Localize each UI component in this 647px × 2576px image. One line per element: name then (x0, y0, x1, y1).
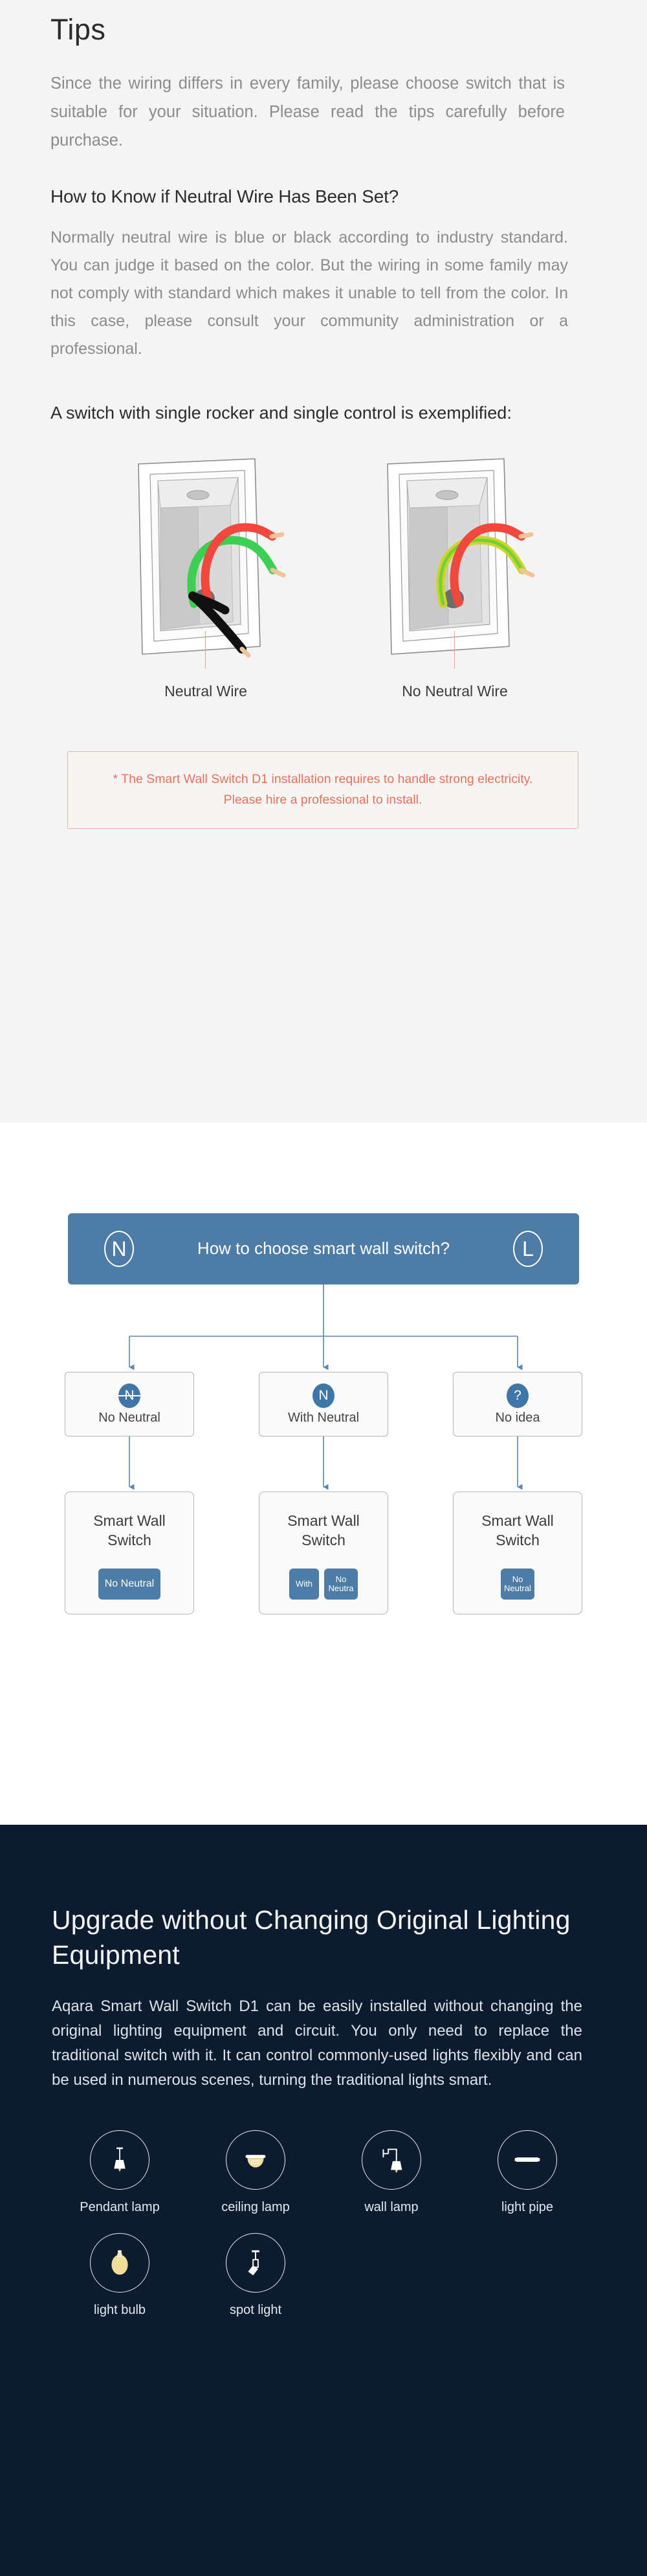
lamp-item-wall: wall lamp (324, 2130, 459, 2215)
lamp-label-spot: spot light (229, 2302, 282, 2317)
result-box-2[interactable]: Smart Wall Switch With No Neutra (259, 1492, 388, 1614)
result-chip-row-3: No Neutral (454, 1569, 582, 1600)
callout-line (205, 630, 206, 668)
neutral-icon: N (313, 1383, 334, 1408)
installation-warning-box: * The Smart Wall Switch D1 installation … (67, 751, 578, 829)
page-title: Tips (50, 13, 106, 46)
product-chip-no-neutral[interactable]: No Neutral (98, 1569, 160, 1600)
upgrade-paragraph: Aqara Smart Wall Switch D1 can be easily… (52, 1998, 582, 2089)
decision-label-with-neutral: With Neutral (287, 1410, 360, 1425)
product-chip-no-neutra[interactable]: No Neutra (324, 1569, 358, 1600)
lamp-item-bulb: light bulb (52, 2232, 188, 2318)
flowchart-header-title: How to choose smart wall switch? (197, 1238, 450, 1259)
tips-section: Tips Since the wiring differs in every f… (0, 0, 647, 1123)
live-badge-icon: L (513, 1231, 543, 1267)
light-pipe-icon (498, 2130, 557, 2190)
decision-box-no-idea[interactable]: ? No idea (453, 1372, 582, 1437)
lamp-item-pendant: Pendant lamp (52, 2130, 188, 2215)
flowchart-section: N How to choose smart wall switch? L N N… (0, 1123, 647, 1792)
switch-caption-no-neutral: No Neutral Wire (402, 682, 508, 699)
ceiling-lamp-icon (226, 2130, 285, 2190)
wall-lamp-icon (362, 2130, 421, 2190)
neutral-badge-icon: N (104, 1231, 134, 1267)
lamp-label-wall: wall lamp (364, 2199, 419, 2214)
upgrade-section: Upgrade without Changing Original Lighti… (0, 1825, 647, 2576)
lamp-label-bulb: light bulb (93, 2302, 146, 2317)
lamp-item-spot: spot light (188, 2232, 324, 2318)
product-chip-with[interactable]: With (289, 1569, 319, 1600)
switch-illustration-row: Neutral Wire No Neutra (50, 455, 597, 733)
exemplified-paragraph: A switch with single rocker and single c… (50, 402, 512, 423)
flowchart-header: N How to choose smart wall switch? L (68, 1213, 579, 1284)
neutral-wire-paragraph: Normally neutral wire is blue or black a… (50, 228, 568, 358)
decision-box-no-neutral[interactable]: N No Neutral (65, 1372, 194, 1437)
result-box-3[interactable]: Smart Wall Switch No Neutral (453, 1492, 582, 1614)
neutral-wire-subheading: How to Know if Neutral Wire Has Been Set… (50, 186, 399, 206)
lamp-label-pendant: Pendant lamp (80, 2199, 160, 2214)
tips-intro-paragraph: Since the wiring differs in every family… (50, 74, 565, 149)
wall-switch-with-neutral-illustration (138, 457, 286, 658)
result-title-1: Smart Wall Switch (93, 1512, 166, 1548)
decision-label-no-idea: No idea (495, 1410, 540, 1425)
result-title-3: Smart Wall Switch (481, 1512, 554, 1548)
spot-light-icon (226, 2232, 285, 2293)
neutral-struck-icon: N (118, 1383, 140, 1408)
result-chip-row-2: With No Neutra (259, 1569, 388, 1600)
light-bulb-icon (90, 2232, 149, 2293)
switch-illustration-no-neutral: No Neutral Wire (371, 455, 539, 733)
callout-line (454, 630, 455, 668)
lamp-label-pipe: light pipe (501, 2199, 554, 2214)
lamp-type-grid: Pendant lamp ceiling lamp (52, 2130, 595, 2318)
wall-switch-no-neutral-illustration (387, 457, 535, 655)
pendant-lamp-icon (90, 2130, 149, 2190)
switch-caption-neutral: Neutral Wire (164, 682, 247, 699)
upgrade-title: Upgrade without Changing Original Lighti… (52, 1905, 571, 1970)
result-title-2: Smart Wall Switch (287, 1512, 360, 1548)
decision-box-with-neutral[interactable]: N With Neutral (259, 1372, 388, 1437)
decision-label-no-neutral: No Neutral (98, 1410, 160, 1425)
lamp-label-ceiling: ceiling lamp (221, 2199, 290, 2214)
lamp-item-ceiling: ceiling lamp (188, 2130, 324, 2215)
product-chip-no-neutral-2[interactable]: No Neutral (501, 1569, 534, 1600)
lamp-item-pipe: light pipe (459, 2130, 595, 2215)
switch-illustration-neutral: Neutral Wire (122, 455, 290, 733)
result-box-1[interactable]: Smart Wall Switch No Neutral (65, 1492, 194, 1614)
question-icon: ? (507, 1383, 529, 1408)
result-chip-row-1: No Neutral (65, 1569, 193, 1600)
installation-warning-text: * The Smart Wall Switch D1 installation … (113, 771, 533, 807)
